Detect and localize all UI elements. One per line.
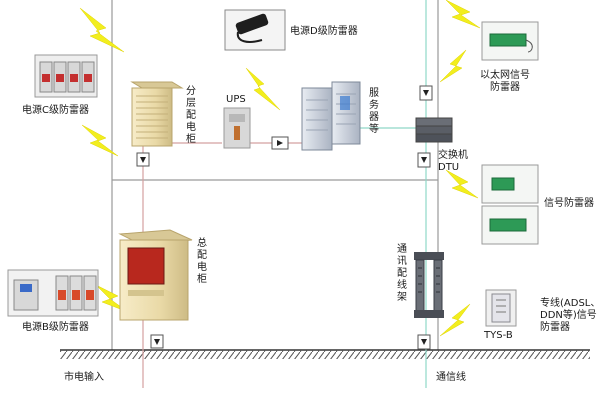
label-ups: UPS — [226, 94, 246, 105]
label-mains-input: 市电输入 — [64, 372, 104, 383]
lightning-bolt — [245, 67, 281, 111]
lightning-bolt — [79, 7, 125, 53]
signal-lines — [360, 0, 427, 388]
label-power-b-protector: 电源B级防雷器 — [22, 322, 89, 333]
label-ethernet-protector-line2: 防雷器 — [490, 82, 520, 93]
lightning-bolts — [79, 0, 481, 337]
main-distribution-cabinet — [118, 229, 193, 321]
spd-marker-signal-mid — [417, 152, 431, 168]
ups-device — [223, 107, 251, 149]
label-comm-line: 通信线 — [436, 372, 466, 383]
tys-b-device — [485, 289, 517, 327]
server-rack — [301, 81, 361, 151]
label-power-c-protector: 电源C级防雷器 — [22, 105, 89, 116]
label-server-etc: 服务器等 — [369, 88, 379, 135]
comm-distribution-frame — [414, 252, 444, 318]
lightning-bolt — [81, 124, 119, 157]
ground — [60, 349, 590, 359]
label-floor-distribution-cabinet: 分层配电柜 — [186, 86, 196, 145]
floor-distribution-cabinet — [130, 81, 184, 147]
label-main-distribution-cabinet: 总配电柜 — [197, 238, 207, 285]
lightning-bolt — [445, 0, 481, 29]
spd-markers — [136, 85, 433, 350]
label-dtu: DTU — [438, 162, 460, 173]
label-switch: 交换机 — [438, 150, 468, 161]
label-dedicated-line-1: 专线(ADSL、 — [540, 298, 600, 309]
label-power-d-protector: 电源D级防雷器 — [290, 26, 358, 37]
label-signal-protector: 信号防雷器 — [544, 198, 594, 209]
spd-marker-c — [136, 152, 150, 167]
label-dedicated-line-3: 防雷器 — [540, 322, 570, 333]
spd-marker-d — [271, 136, 289, 150]
spd-marker-b — [150, 334, 164, 349]
switch-device — [415, 117, 453, 143]
ground-hatch — [60, 350, 590, 359]
signal-protector-device — [481, 164, 539, 245]
spd-marker-signal-top — [419, 85, 433, 101]
power-c-protector-device — [34, 54, 98, 98]
label-ethernet-protector-line1: 以太网信号 — [480, 70, 530, 81]
spd-marker-signal-bottom — [417, 334, 431, 350]
power-b-protector-device — [7, 269, 99, 317]
lightning-bolt — [439, 303, 471, 337]
label-tys-b: TYS-B — [484, 330, 513, 341]
label-comm-distribution-frame: 通讯配线架 — [397, 244, 407, 303]
ethernet-protector-device — [481, 21, 539, 61]
power-d-protector-device — [224, 9, 286, 51]
lightning-bolt — [439, 49, 467, 83]
label-dedicated-line-2: DDN等)信号 — [540, 310, 597, 321]
lightning-bolt — [445, 169, 479, 199]
